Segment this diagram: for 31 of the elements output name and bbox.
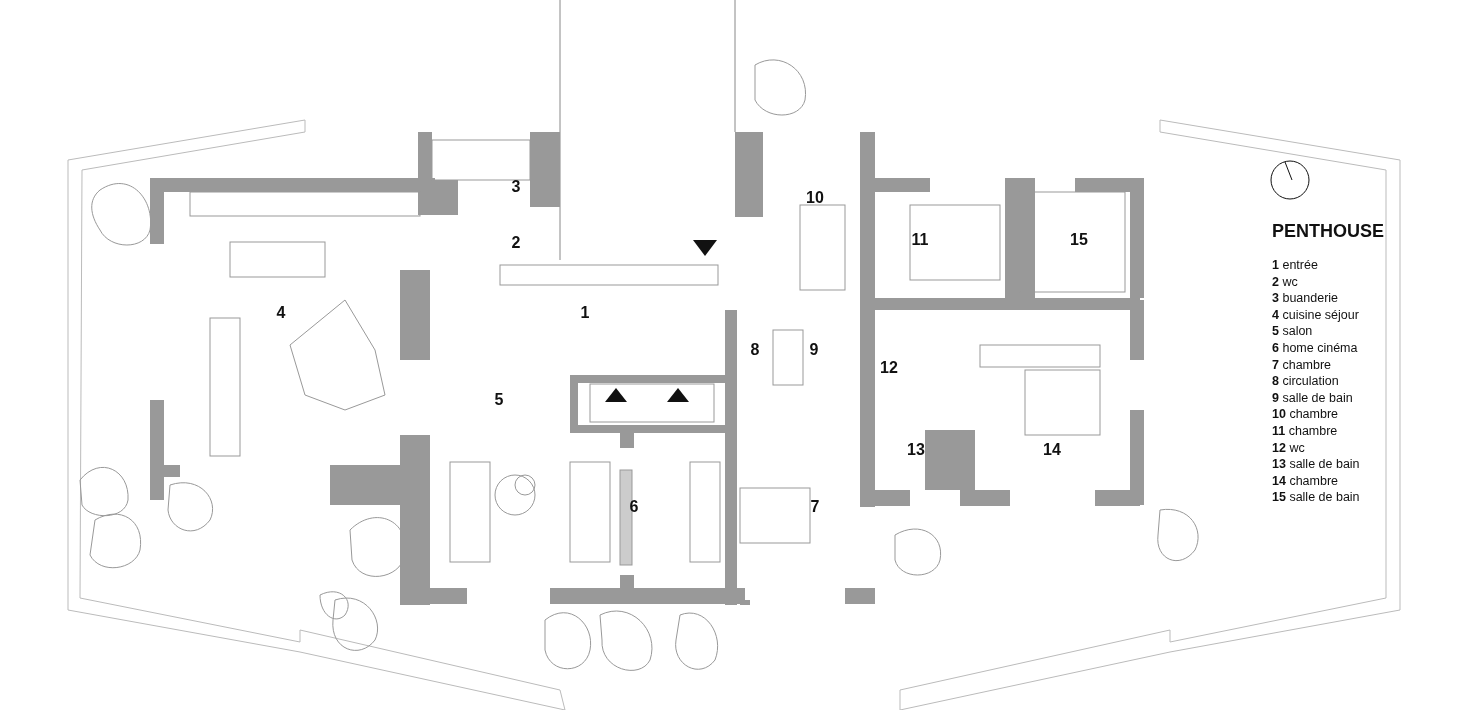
- room-number: 8: [750, 341, 760, 359]
- room-number: 3: [511, 178, 521, 196]
- room-key-entry: 12 wc: [1272, 440, 1305, 456]
- room-key-entry: 3 buanderie: [1272, 291, 1339, 307]
- room-key-entry: 1 entrée: [1272, 258, 1318, 273]
- room-number: 7: [810, 498, 820, 516]
- room-number: 6: [629, 498, 639, 516]
- room-key-entry: 7 chambre: [1272, 357, 1332, 373]
- room-key-entry: 14 chambre: [1272, 473, 1338, 489]
- room-key-entry: 2 wc: [1272, 274, 1298, 290]
- room-number: 10: [806, 189, 824, 207]
- room-number: 4: [276, 304, 286, 322]
- room-number: 1: [580, 304, 590, 322]
- room-key-entry: 8 circulation: [1272, 374, 1339, 390]
- room-key-entry: 13 salle de bain: [1272, 457, 1360, 473]
- room-key-entry: 11 chambre: [1272, 424, 1338, 439]
- room-key-entry: 6 home cinéma: [1272, 341, 1358, 356]
- room-number: 15: [1070, 231, 1088, 249]
- room-number: 9: [809, 341, 819, 359]
- room-key-entry: 9 salle de bain: [1272, 390, 1353, 406]
- room-number: 5: [494, 391, 504, 409]
- room-number: 11: [911, 231, 929, 249]
- room-number: 14: [1043, 441, 1061, 459]
- plan-title: PENTHOUSE: [1272, 221, 1385, 242]
- room-key-entry: 4 cuisine séjour: [1272, 307, 1359, 323]
- room-number: 13: [907, 441, 925, 459]
- room-key-entry: 10 chambre: [1272, 407, 1338, 423]
- room-key-entry: 5 salon: [1272, 324, 1313, 340]
- room-number: 2: [511, 234, 521, 252]
- room-key-entry: 15 salle de bain: [1272, 490, 1360, 506]
- room-number: 12: [880, 359, 898, 377]
